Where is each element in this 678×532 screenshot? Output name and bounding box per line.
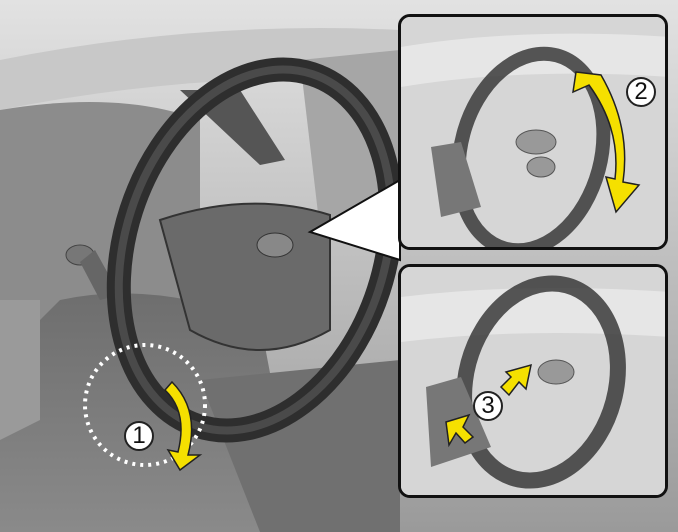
horn-emblem [256, 232, 294, 258]
steering-wheel [106, 57, 404, 443]
callout-badge-3: 3 [473, 391, 503, 421]
callout-badge-2: 2 [626, 77, 656, 107]
arrow-in-icon [499, 363, 532, 397]
callout-badge-1: 1 [124, 421, 154, 451]
steering-wheel-tilt [451, 46, 611, 247]
inset-tilt: 2 [398, 14, 668, 250]
steering-column-shroud [0, 293, 300, 532]
inset-telescope: 3 [398, 264, 668, 498]
lever-highlight-circle [83, 343, 207, 467]
dashboard-top [0, 28, 400, 110]
arrow-down-icon [163, 380, 203, 472]
arrow-out-icon [445, 413, 475, 448]
steering-wheel-telescope [456, 275, 626, 489]
arrow-tilt-icon [572, 71, 641, 214]
